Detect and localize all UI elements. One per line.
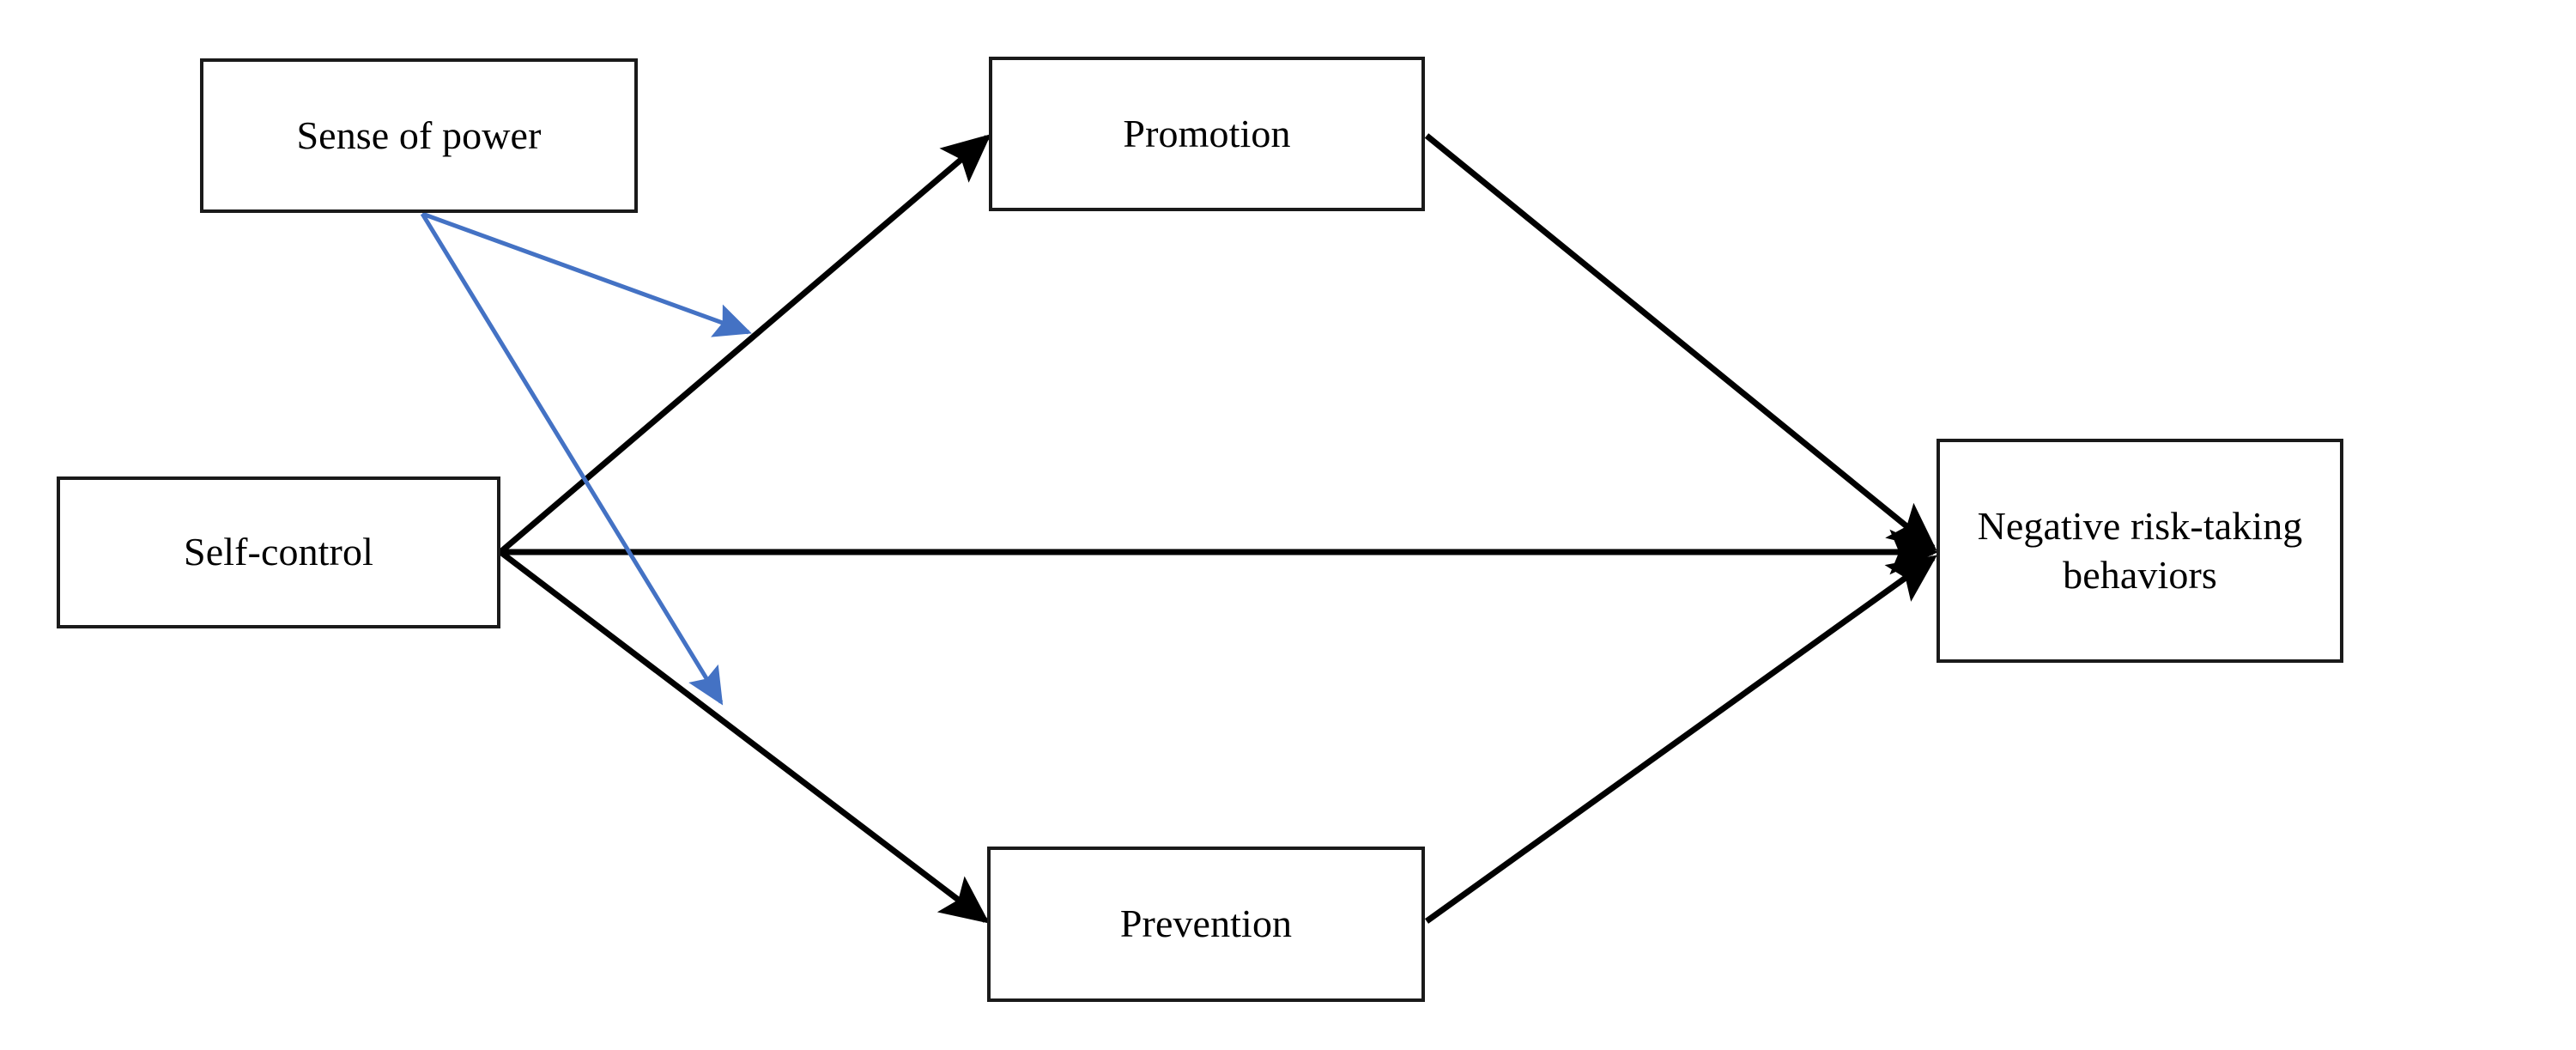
edge-promotion-to-negative-risk: [1424, 133, 1937, 551]
node-promotion-label: Promotion: [1123, 111, 1291, 155]
node-self-control-label: Self-control: [184, 530, 373, 574]
node-self-control[interactable]: Self-control: [57, 476, 500, 628]
node-sense-of-power[interactable]: Sense of power: [200, 58, 638, 213]
edge-sense-of-power-moderates-promotion-path: [421, 211, 752, 337]
edge-prevention-to-negative-risk: [1424, 555, 1937, 924]
node-negative-risk-taking-behaviors[interactable]: Negative risk-taking behaviors: [1937, 439, 2343, 663]
node-prevention-label: Prevention: [1119, 901, 1293, 946]
node-prevention[interactable]: Prevention: [987, 847, 1425, 1002]
node-negative-risk-taking-behaviors-label: Negative risk-taking behaviors: [1977, 504, 2303, 597]
node-sense-of-power-label: Sense of power: [296, 112, 542, 157]
edge-self-control-to-prevention: [498, 549, 990, 924]
node-promotion[interactable]: Promotion: [989, 57, 1425, 211]
edge-sense-of-power-moderates-prevention-path: [420, 212, 724, 706]
